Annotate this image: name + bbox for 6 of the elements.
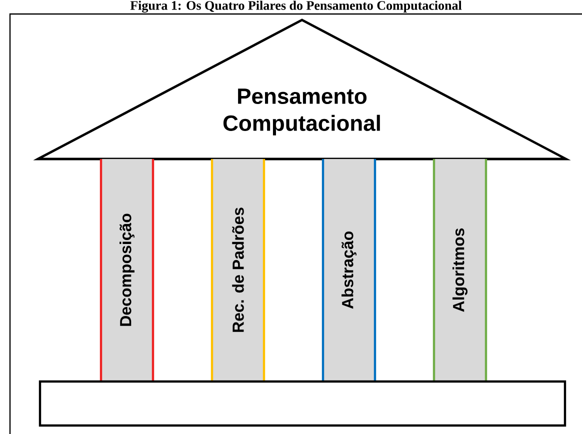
pillar: Rec. de Padrões: [210, 159, 266, 381]
pillar: Algoritmos: [432, 159, 488, 381]
figure-title: Figura 1: Os Quatro Pilares do Pensamento Computacional: [130, 0, 462, 13]
pillar: Decomposição: [100, 159, 154, 381]
base-box: [38, 380, 566, 427]
pillar: Abstração: [322, 159, 376, 381]
